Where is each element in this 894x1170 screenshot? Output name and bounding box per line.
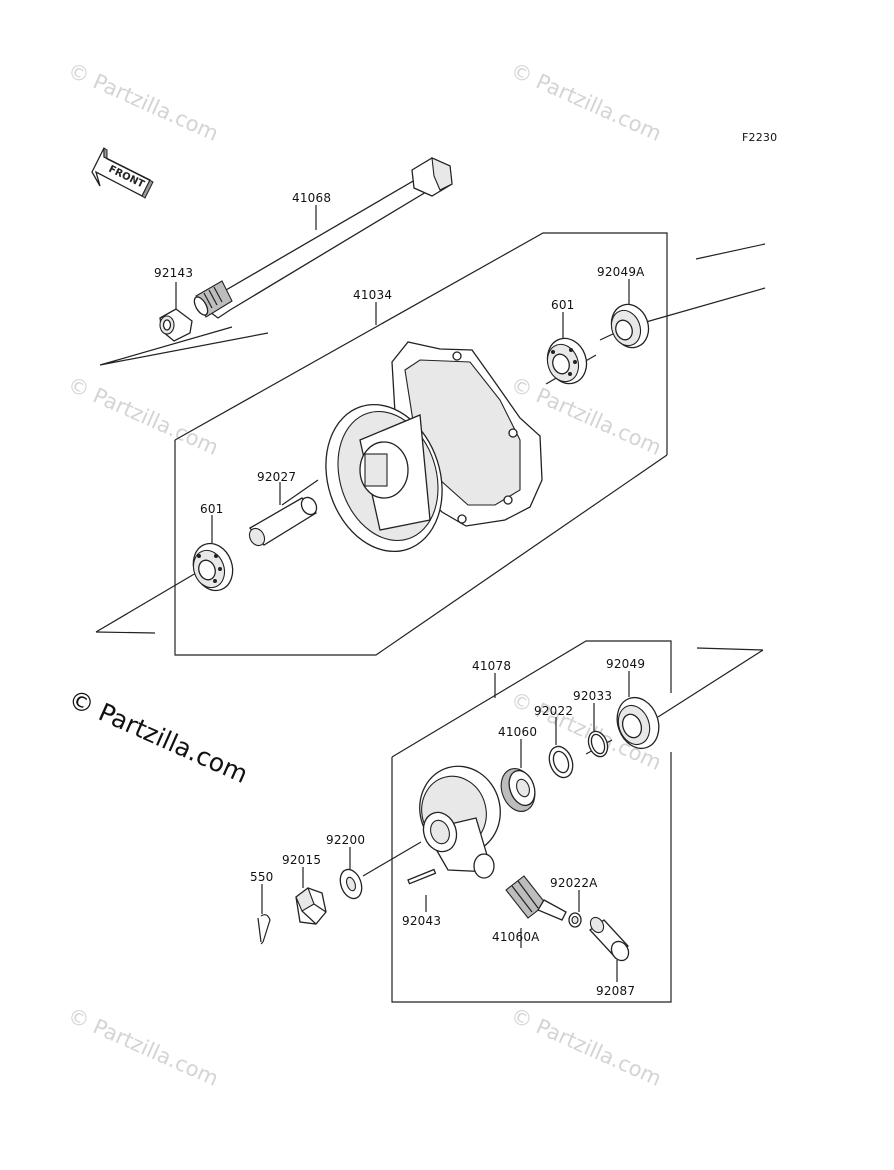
- part-label-92049a[interactable]: 92049A: [597, 265, 645, 279]
- bushing-92087: [589, 916, 630, 962]
- part-label-92022a[interactable]: 92022A: [550, 876, 598, 890]
- part-label-92200[interactable]: 92200: [326, 833, 366, 847]
- part-label-92022[interactable]: 92022: [534, 704, 574, 718]
- part-label-92033[interactable]: 92033: [573, 689, 613, 703]
- part-label-601-lower[interactable]: 601: [200, 502, 224, 516]
- gearbox-41078: [419, 765, 501, 879]
- diagram-code: F2230: [742, 131, 778, 144]
- part-label-550[interactable]: 550: [250, 870, 274, 884]
- nut-92015: [295, 887, 327, 925]
- spacer-92027: [248, 496, 318, 547]
- part-label-41034[interactable]: 41034: [353, 288, 393, 302]
- part-label-41068[interactable]: 41068: [292, 191, 332, 205]
- part-label-92027[interactable]: 92027: [257, 470, 297, 484]
- bearing-601-upper: [546, 337, 588, 385]
- pin-92043: [407, 868, 437, 885]
- part-label-41078[interactable]: 41078: [472, 659, 512, 673]
- part-label-41060[interactable]: 41060: [498, 725, 538, 739]
- cotter-pin-550: [257, 914, 271, 945]
- part-label-41060a[interactable]: 41060A: [492, 930, 540, 944]
- part-label-601-upper[interactable]: 601: [551, 298, 575, 312]
- pinion-41060a: [505, 875, 567, 921]
- washer-92200: [339, 868, 363, 900]
- part-label-92049[interactable]: 92049: [606, 657, 646, 671]
- part-label-92087[interactable]: 92087: [596, 984, 636, 998]
- seal-92049: [616, 696, 660, 750]
- part-label-92043[interactable]: 92043: [402, 914, 442, 928]
- part-label-92143[interactable]: 92143: [154, 266, 194, 280]
- part-label-92015[interactable]: 92015: [282, 853, 322, 867]
- ring-92033: [587, 730, 609, 758]
- hub-41034: [325, 341, 543, 553]
- collar-92143: [159, 308, 193, 342]
- leader-lines: [175, 205, 630, 982]
- lower-group-frame: [362, 640, 764, 1003]
- axle-41068: [193, 157, 453, 319]
- bearing-601-lower: [192, 542, 234, 592]
- washer-92022a: [568, 912, 582, 928]
- washer-92022: [548, 745, 574, 779]
- front-arrow-icon: FRONT: [91, 147, 154, 199]
- seal-92049a: [610, 303, 650, 349]
- gear-41060: [500, 768, 536, 812]
